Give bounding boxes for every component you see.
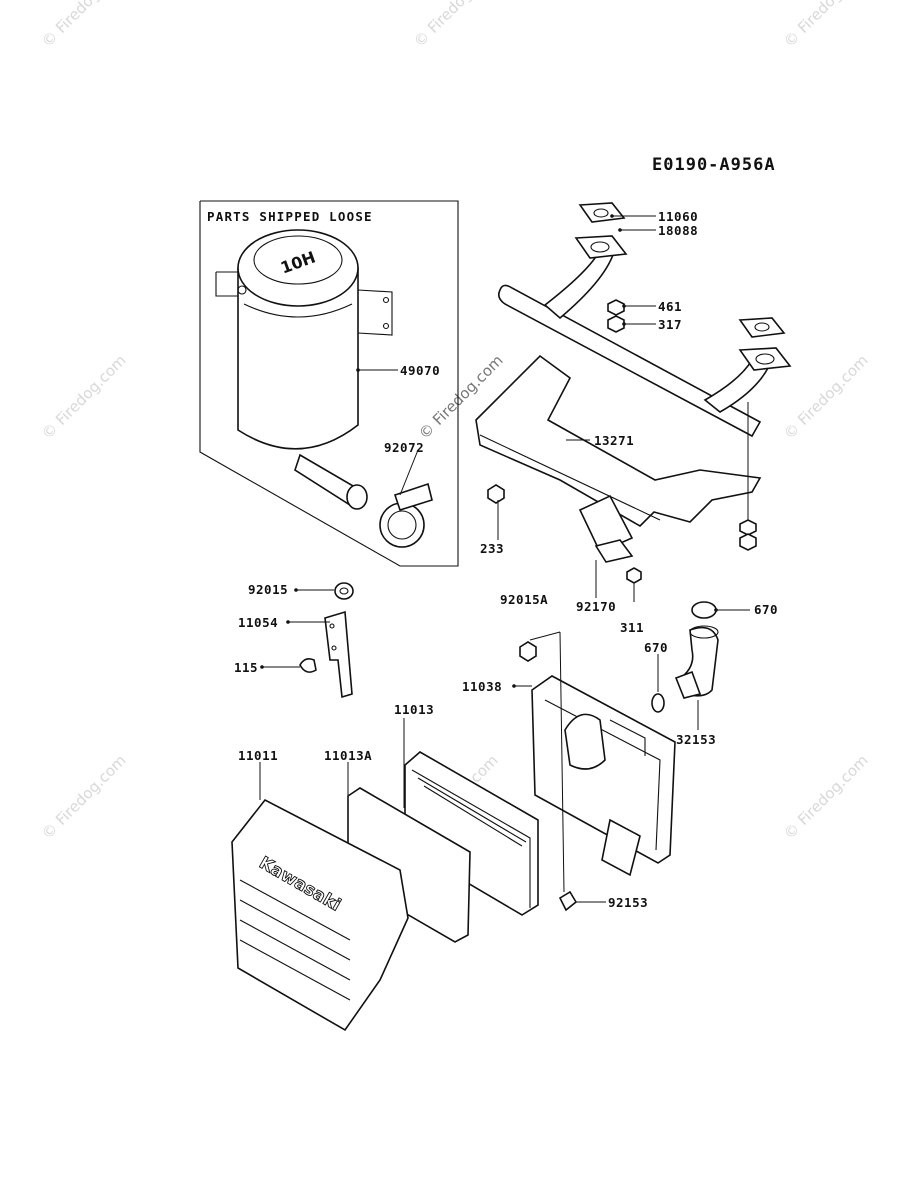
watermark-top-right: © Firedog.com (780, 0, 872, 51)
nuts-461-317 (607, 299, 757, 551)
heat-shield-13271 (475, 354, 762, 554)
label-92153: 92153 (608, 895, 648, 910)
flange-18088 (574, 235, 792, 371)
muffler-49070: 10H (215, 229, 393, 507)
watermark-low-left: © Firedog.com (38, 751, 130, 843)
bolt-92153 (558, 890, 578, 912)
watermark-mid-left: © Firedog.com (38, 351, 130, 443)
grommet-92015 (334, 582, 354, 600)
label-11011: 11011 (238, 748, 278, 763)
bolt-233 (487, 484, 505, 504)
label-32153: 32153 (676, 732, 716, 747)
label-233: 233 (480, 541, 504, 556)
watermark-top-center: © Firedog.com (410, 0, 502, 51)
label-11013A: 11013A (324, 748, 372, 763)
label-11060: 11060 (658, 209, 698, 224)
cover-11011: Kawasaki (231, 798, 409, 1032)
label-92170: 92170 (576, 599, 616, 614)
label-311: 311 (620, 620, 644, 635)
label-670-mid: 670 (644, 640, 668, 655)
o-ring-670-top (691, 601, 717, 619)
leader-lines (259, 215, 750, 903)
o-ring-670-mid (651, 693, 665, 713)
label-11038: 11038 (462, 679, 502, 694)
label-49070: 49070 (400, 363, 440, 378)
label-18088: 18088 (658, 223, 698, 238)
label-317: 317 (658, 317, 682, 332)
exhaust-pipe (498, 249, 770, 438)
elbow-32153 (674, 625, 719, 699)
label-11013: 11013 (394, 702, 434, 717)
label-115: 115 (234, 660, 258, 675)
air-cleaner-base-11038 (531, 675, 676, 877)
diagram-code: E0190-A956A (652, 155, 776, 175)
watermark-top-left: © Firedog.com (38, 0, 130, 51)
bracket-11054 (324, 610, 353, 699)
clip-92170 (594, 539, 634, 563)
nut-92015A (519, 641, 537, 662)
gasket-11060 (578, 202, 786, 338)
watermark-mid-right: © Firedog.com (780, 351, 872, 443)
nut-311 (626, 567, 642, 584)
box-title: PARTS SHIPPED LOOSE (207, 209, 373, 224)
clamp-92072 (346, 482, 433, 548)
label-92072: 92072 (384, 440, 424, 455)
label-92015: 92015 (248, 582, 288, 597)
part-labels: 49070 92072 11060 18088 461 317 13271 23… (234, 209, 778, 910)
parts-shipped-loose-box: PARTS SHIPPED LOOSE (199, 200, 459, 567)
label-11054: 11054 (238, 615, 278, 630)
watermark-low-right: © Firedog.com (780, 751, 872, 843)
screw-115 (299, 658, 317, 673)
label-670-top: 670 (754, 602, 778, 617)
callout-dots (260, 214, 718, 688)
label-13271: 13271 (594, 433, 634, 448)
label-92015A: 92015A (500, 592, 548, 607)
label-461: 461 (658, 299, 682, 314)
